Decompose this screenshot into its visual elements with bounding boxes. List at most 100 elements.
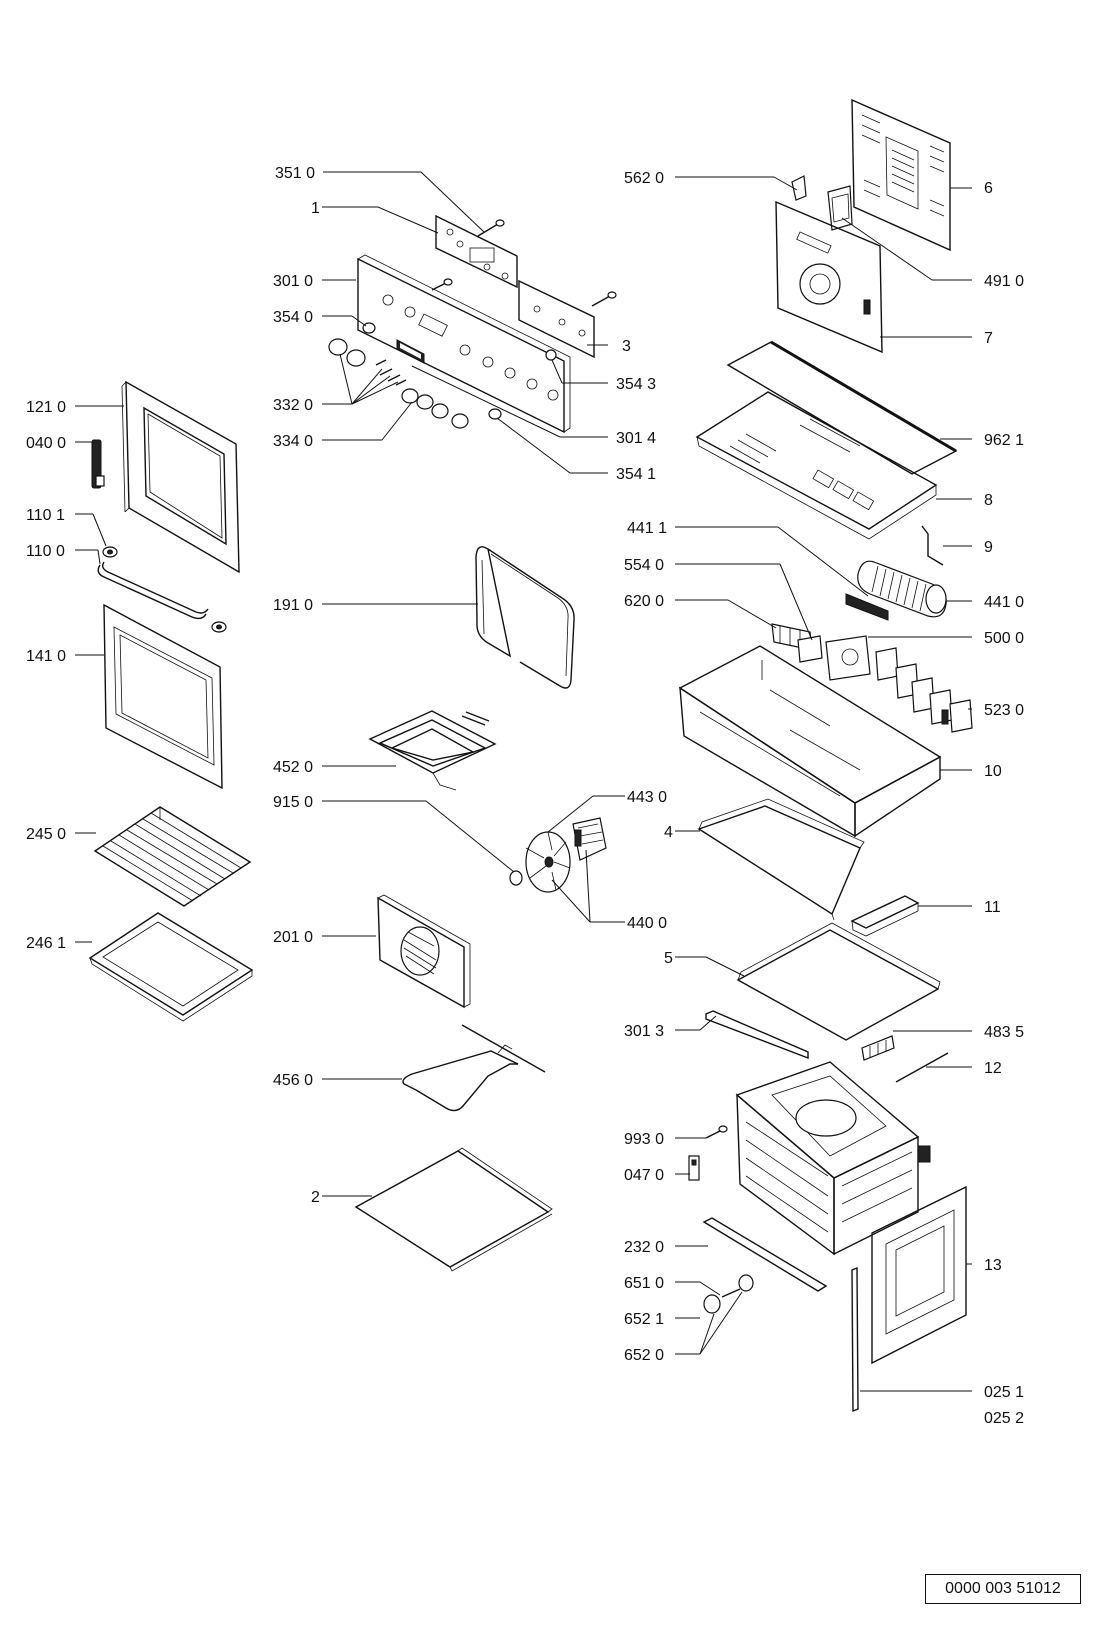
part-selector-knob [545, 349, 557, 361]
part-fan-connector [845, 593, 889, 621]
part-fan-nut [509, 870, 523, 886]
label-440-0: 440 0 [627, 915, 667, 932]
part-cooling-fan [857, 560, 947, 618]
label-191-0: 191 0 [273, 597, 313, 614]
part-fan-motor [572, 817, 607, 861]
label-5: 5 [664, 950, 673, 967]
label-651-0: 651 0 [624, 1275, 664, 1292]
part-chassis-tray [678, 645, 942, 838]
part-knob-spindles [375, 359, 407, 386]
label-351-0: 351 0 [275, 165, 315, 182]
label-047-0: 047 0 [624, 1167, 664, 1184]
part-side-trim [851, 1266, 859, 1413]
label-523-0: 523 0 [984, 702, 1024, 719]
label-245-0: 245 0 [26, 826, 66, 843]
part-rear-cover [851, 98, 951, 252]
part-transformer [827, 185, 853, 231]
part-door-inner-frame [121, 380, 240, 574]
label-334-0: 334 0 [273, 433, 313, 450]
part-lower-heating-element [402, 1024, 546, 1112]
label-201-0: 201 0 [273, 929, 313, 946]
label-301-0: 301 0 [273, 273, 313, 290]
part-oven-lamp [703, 1274, 754, 1314]
part-control-panel [357, 254, 571, 434]
part-rod [895, 1052, 949, 1083]
label-246-1: 246 1 [26, 935, 66, 952]
label-452-0: 452 0 [273, 759, 313, 776]
label-10: 10 [984, 763, 1002, 780]
part-door-frame [871, 1185, 967, 1365]
part-wire-shelf [93, 806, 252, 907]
label-962-1: 962 1 [984, 432, 1024, 449]
part-handle-bushing [102, 546, 227, 633]
label-301-4: 301 4 [616, 430, 656, 447]
label-993-0: 993 0 [624, 1131, 664, 1148]
part-control-board-right [518, 279, 595, 359]
label-232-0: 232 0 [624, 1239, 664, 1256]
label-141-0: 141 0 [26, 648, 66, 665]
label-12: 12 [984, 1060, 1002, 1077]
part-panel-screws [431, 219, 617, 307]
label-1: 1 [311, 200, 320, 217]
label-491-0: 491 0 [984, 273, 1024, 290]
label-9: 9 [984, 539, 993, 556]
part-small-knob [362, 322, 376, 334]
part-grill-element [368, 710, 497, 791]
part-control-knobs-large [328, 338, 366, 367]
leader-lines [75, 171, 972, 1392]
part-oven-back-panel [775, 200, 883, 354]
label-3: 3 [622, 338, 631, 355]
part-display-window [396, 339, 425, 364]
part-side-panel [697, 798, 865, 921]
label-4: 4 [664, 824, 673, 841]
label-301-3: 301 3 [624, 1023, 664, 1040]
document-number: 0000 003 51012 [925, 1574, 1081, 1604]
label-562-0: 562 0 [624, 170, 664, 187]
label-443-0: 443 0 [627, 789, 667, 806]
label-6: 6 [984, 180, 993, 197]
part-baking-tray [88, 912, 254, 1022]
part-thermostats [875, 647, 973, 733]
label-652-0: 652 0 [624, 1347, 664, 1364]
label-040-0: 040 0 [26, 435, 66, 452]
part-fan-cover [377, 894, 471, 1009]
part-seal-strip [726, 340, 958, 475]
label-7: 7 [984, 330, 993, 347]
label-620-0: 620 0 [624, 593, 664, 610]
part-selector-switch [825, 635, 871, 681]
label-11: 11 [984, 899, 1001, 916]
part-oven-cavity [735, 1061, 931, 1256]
part-door-gasket [475, 546, 575, 689]
label-441-0: 441 0 [984, 594, 1024, 611]
part-front-rail [705, 1010, 809, 1060]
label-554-0: 554 0 [624, 557, 664, 574]
label-121-0: 121 0 [26, 399, 66, 416]
label-025-2: 025 2 [984, 1410, 1024, 1427]
label-332-0: 332 0 [273, 397, 313, 414]
part-relay [797, 635, 823, 663]
part-screw [705, 1125, 728, 1139]
part-seal-channel [702, 1217, 828, 1292]
callout-labels: 351 0 1 301 0 354 0 332 0 334 0 3 354 3 … [26, 165, 1024, 1427]
label-441-1: 441 1 [627, 520, 667, 537]
label-354-1: 354 1 [616, 466, 656, 483]
label-354-0: 354 0 [273, 309, 313, 326]
label-025-1: 025 1 [984, 1384, 1024, 1401]
part-hinge-bracket [688, 1155, 700, 1181]
label-8: 8 [984, 492, 993, 509]
part-bottom-base [736, 922, 941, 1041]
label-483-5: 483 5 [984, 1024, 1024, 1041]
label-13: 13 [984, 1257, 1002, 1274]
part-door-handle [97, 561, 209, 620]
part-rail-bracket [850, 895, 920, 937]
label-915-0: 915 0 [273, 794, 313, 811]
part-door-outer-glass [103, 603, 223, 790]
label-652-1: 652 1 [624, 1311, 664, 1328]
part-top-cover [695, 391, 938, 540]
part-door-hinge [91, 439, 105, 489]
part-terminal-strip [861, 1035, 895, 1061]
part-sensor-bracket [791, 175, 807, 201]
part-convection-fan [525, 831, 571, 893]
label-110-1: 110 1 [26, 507, 65, 524]
